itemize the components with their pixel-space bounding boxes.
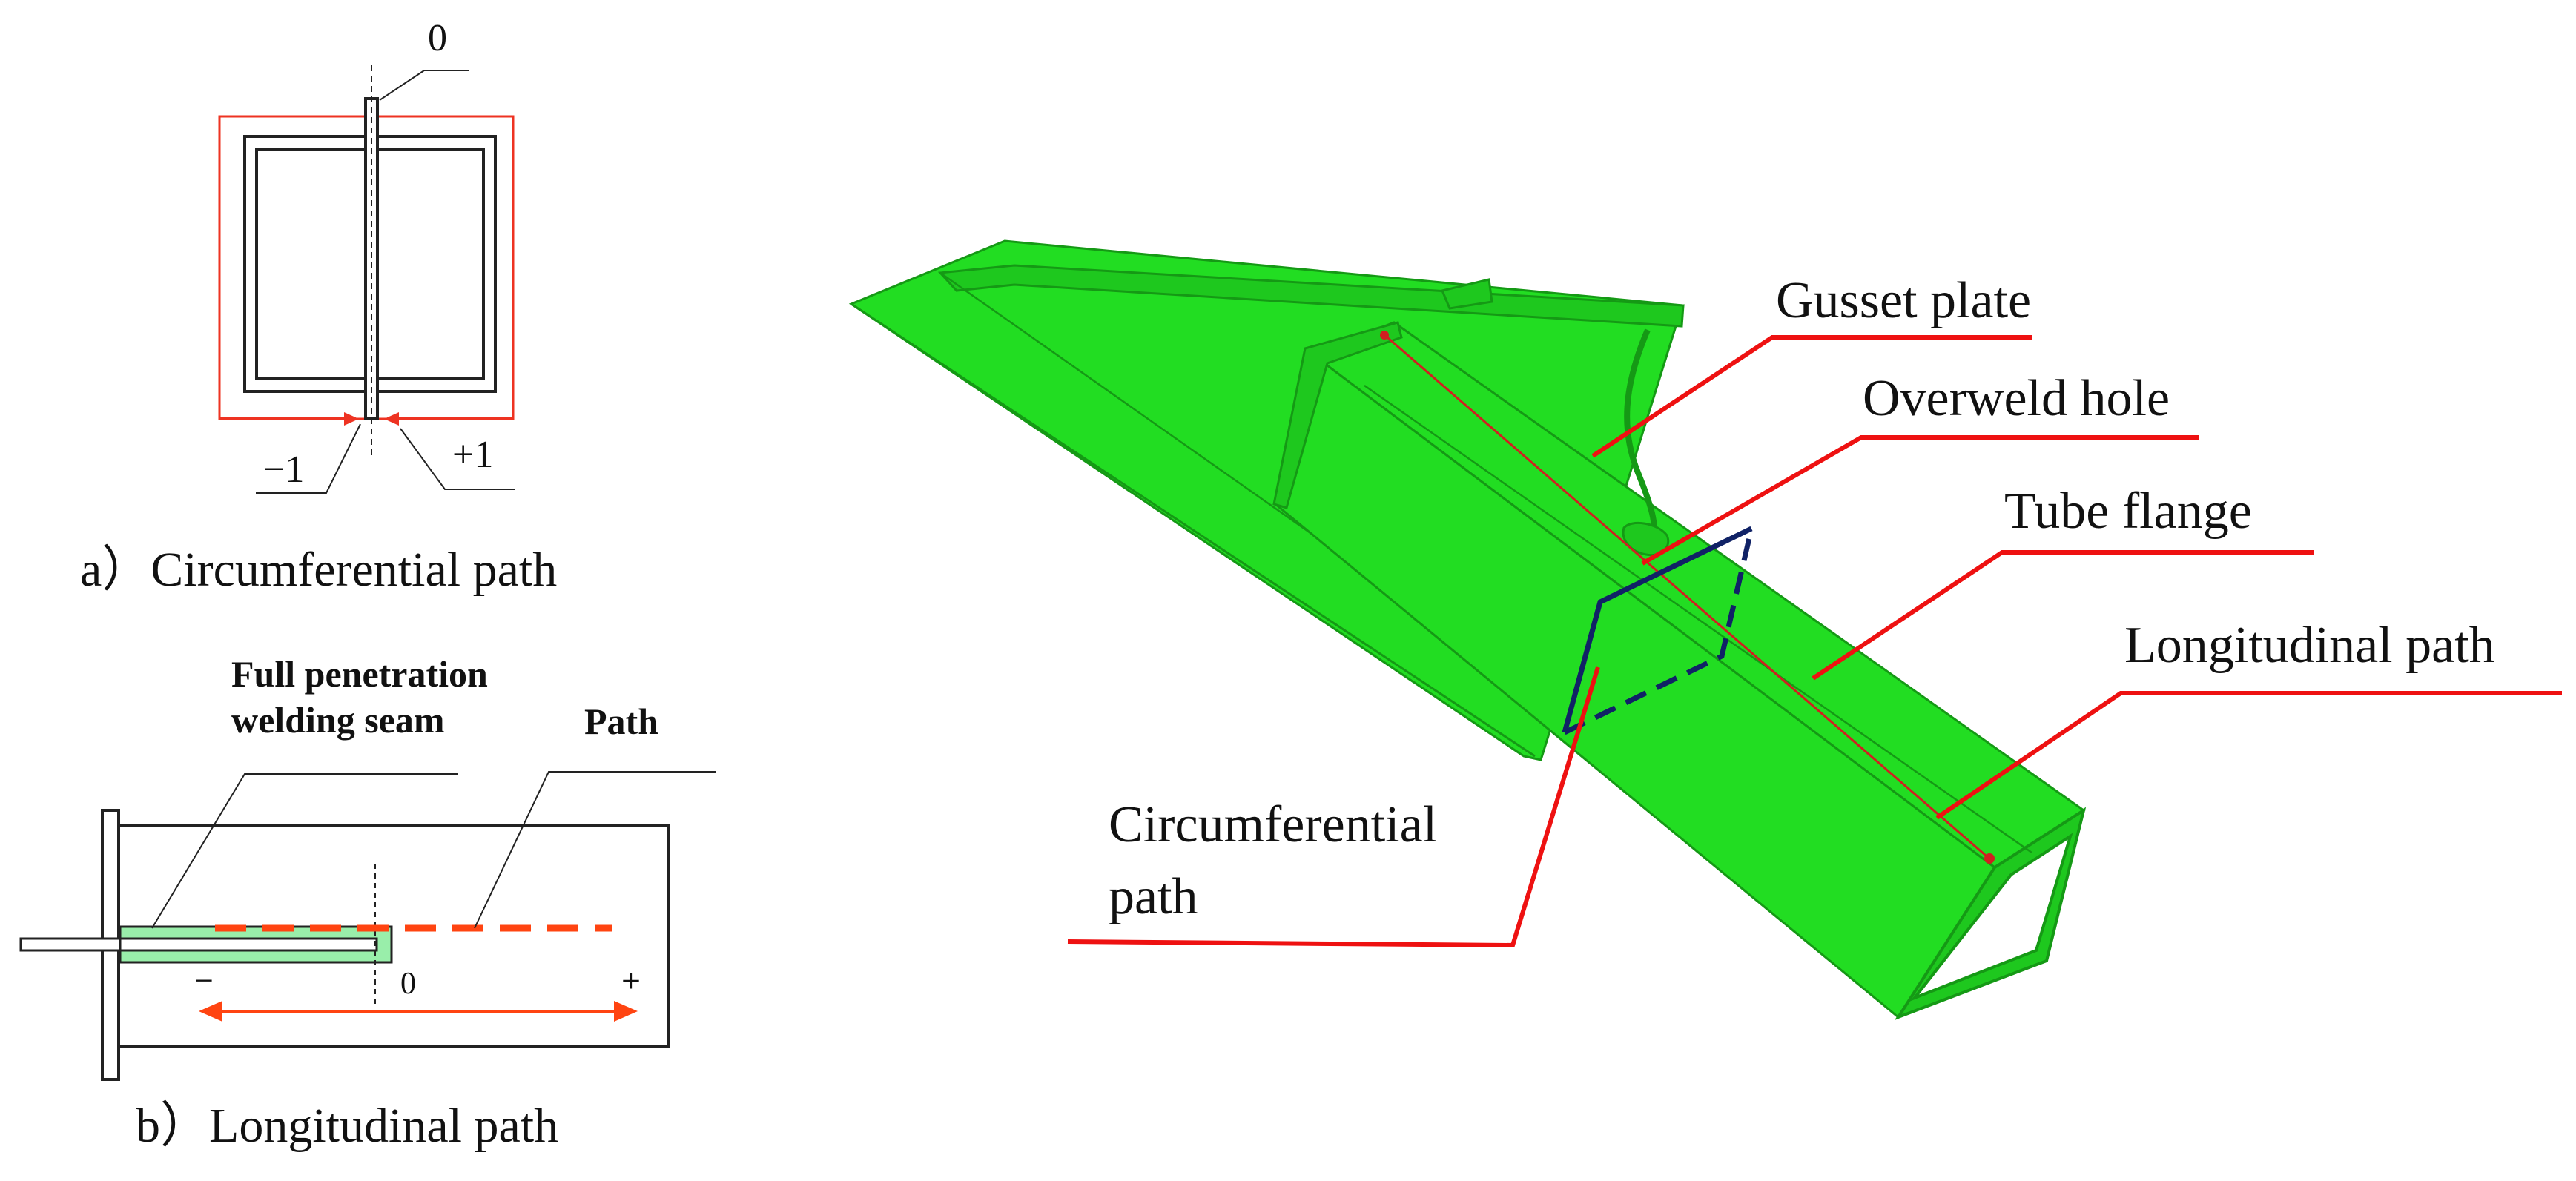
label-minus: − <box>194 962 214 999</box>
back-stiffener <box>1440 278 1493 310</box>
label-minus-one: −1 <box>263 449 304 491</box>
label-zero: 0 <box>428 17 447 59</box>
gusset-plate-stub <box>19 937 387 952</box>
longitudinal-leader <box>1935 691 2562 820</box>
tube-ridge-line <box>1364 384 2032 854</box>
circumferential-leader <box>1067 666 1600 948</box>
minus-one-leader <box>256 423 361 494</box>
direction-arrow-left-head <box>199 1001 222 1022</box>
path-end-dot <box>1984 853 1995 864</box>
tube-body <box>117 824 670 1048</box>
full-penetration-weld <box>119 925 393 964</box>
caption-a: a）Circumferential path <box>80 543 557 597</box>
label-circ-line2: path <box>1109 868 1198 925</box>
arrow-left-head <box>344 412 359 426</box>
label-path: Path <box>584 701 658 742</box>
label-gusset-plate: Gusset plate <box>1776 272 2031 329</box>
panel-b-longitudinal-section: Full penetration welding seam Path − 0 +… <box>19 653 716 1153</box>
label-weld-line1: Full penetration <box>231 653 488 695</box>
gusset-top-flange <box>937 264 1685 328</box>
circumferential-path-solid <box>1562 526 1753 733</box>
label-circ-line1: Circumferential <box>1109 796 1437 853</box>
path-start-dot <box>1380 331 1389 340</box>
caption-b: b）Longitudinal path <box>136 1099 558 1153</box>
label-zero-b: 0 <box>400 967 416 1001</box>
tube-end-inner <box>1909 833 2073 1002</box>
weld-leader <box>151 773 458 929</box>
model-3d <box>848 239 2087 1021</box>
label-weld-line2: welding seam <box>231 699 445 741</box>
label-plus-one: +1 <box>452 434 493 476</box>
overweld-leader <box>1641 435 2199 566</box>
label-overweld-hole: Overweld hole <box>1863 370 2170 427</box>
label-plus: + <box>621 962 641 999</box>
zero-leader <box>379 70 469 101</box>
gusset-leader <box>1591 335 2032 458</box>
plus-one-leader <box>400 428 515 490</box>
direction-arrow-right-head <box>614 1001 638 1022</box>
longitudinal-path-line <box>1382 332 1992 861</box>
panel-a-cross-section: 0 −1 +1 a）Circumferential path <box>80 17 557 597</box>
path-leader <box>474 771 716 929</box>
circumferential-path-dashed <box>1563 528 1754 735</box>
gusset-edge-line <box>851 302 1536 758</box>
vertical-stiffener <box>1272 321 1403 509</box>
arrow-right-head <box>384 412 399 426</box>
model-labels: Gusset plate Overweld hole Tube flange L… <box>1067 272 2562 948</box>
label-longitudinal-path: Longitudinal path <box>2124 617 2495 674</box>
tube-flange-leader <box>1812 550 2314 681</box>
label-tube-flange-text: Tube flange <box>2004 483 2252 540</box>
